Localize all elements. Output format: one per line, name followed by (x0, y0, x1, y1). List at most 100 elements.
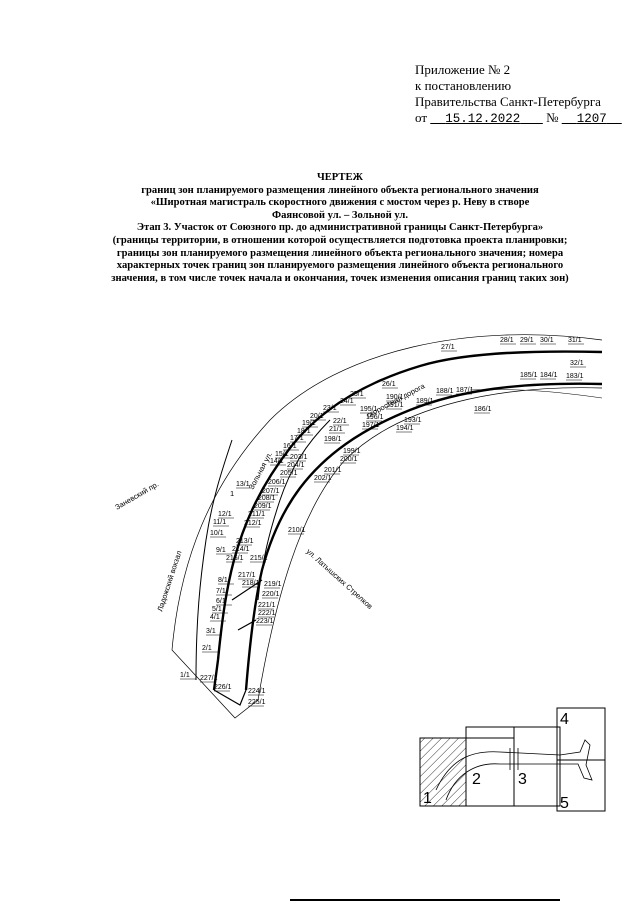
point-label-220-1: 220/1 (262, 591, 280, 598)
point-label-193-1: 193/1 (404, 417, 422, 424)
point-label-191-1: 191/1 (386, 402, 404, 409)
road-upper-edge (212, 350, 603, 691)
point-label-14-1: 14/1 (270, 458, 284, 465)
zone-inner-line (257, 419, 331, 601)
title-line-8: значения, в том числе точек начала и око… (111, 272, 569, 284)
zone-connector (213, 579, 263, 706)
point-label-22-1: 22/1 (333, 418, 347, 425)
point-label-218-1: 218/1 (242, 580, 260, 587)
point-label-183-1: 183/1 (566, 373, 584, 380)
point-label-201-1: 201/1 (324, 467, 342, 474)
appendix-date-line: от 15.12.2022 № 1207 (415, 110, 630, 127)
key-label-1: 1 (423, 790, 432, 807)
point-label-207-1: 207/1 (262, 488, 280, 495)
point-label-196-1: 196/1 (366, 414, 384, 421)
point-label-15-1: 15/1 (275, 451, 289, 458)
point-label-3-1: 3/1 (206, 628, 216, 635)
title-line-3: Фаянсовой ул. – Зольной ул. (272, 209, 408, 221)
road-lower-edge (244, 382, 603, 691)
key-sheet-2 (465, 726, 515, 807)
key-sheet-1-fill (419, 737, 467, 807)
key-label-5: 5 (560, 795, 569, 812)
point-label-210-1: 210/1 (288, 527, 306, 534)
point-label-8-1: 8/1 (218, 577, 228, 584)
key-label-2: 2 (472, 771, 481, 788)
point-label-18-1: 18/1 (297, 428, 311, 435)
page-bottom-rule (290, 899, 560, 901)
resolution-number: 1207 (576, 112, 607, 126)
point-label-5-1: 5/1 (212, 606, 222, 613)
drawing-heading: ЧЕРТЕЖ (316, 172, 364, 183)
point-label-198-1: 198/1 (324, 436, 342, 443)
point-label-205-1: 205/1 (280, 470, 298, 477)
point-label-206-1: 206/1 (268, 479, 286, 486)
point-label-11-1: 11/1 (213, 519, 226, 526)
title-line-4: Этап 3. Участок от Союзного пр. до админ… (136, 222, 544, 234)
point-label-202-1: 202/1 (314, 475, 332, 482)
point-label-7-1: 7/1 (216, 588, 226, 595)
point-label-24-1: 24/1 (340, 398, 354, 405)
point-label-209-1: 209/1 (254, 503, 272, 510)
point-label-30-1: 30/1 (540, 337, 554, 344)
point-label-12-1: 12/1 (218, 511, 232, 518)
number-label: № (546, 110, 559, 125)
point-label-19-1: 19/1 (302, 420, 316, 427)
point-label-227-1: 227/1 (200, 675, 218, 682)
appendix-government: Правительства Санкт-Петербурга (415, 94, 601, 109)
title-line-5: (границы территории, в отношении которой… (112, 234, 568, 246)
street-ladozhsky: Ладожский вокзал (155, 549, 183, 612)
point-label-6-1: 6/1 (216, 598, 226, 605)
point-label-4-1: 4/1 (210, 614, 220, 621)
point-label-222-1: 222/1 (258, 610, 276, 617)
appendix-block: Приложение № 2 к постановлению Правитель… (415, 62, 630, 127)
point-label-13-1: 13/1 (236, 481, 250, 488)
street-zanevsky: Заневский пр. (114, 480, 161, 512)
appendix-title: Приложение № 2 (415, 62, 511, 77)
point-label-195-1: 195/1 (360, 406, 378, 413)
point-label-1-1: 1/1 (180, 672, 190, 679)
point-label-219-1: 219/1 (264, 581, 282, 588)
point-label-31-1: 31/1 (568, 337, 582, 344)
key-road-shape (435, 739, 593, 801)
point-label-188-1: 188/1 (436, 388, 454, 395)
point-label-32-1: 32/1 (570, 360, 584, 367)
point-label-10-1: 10/1 (210, 530, 224, 537)
street-latyshskih: ул. Латышских Стрелков (305, 547, 375, 611)
zone-left-edge (195, 439, 233, 681)
point-label-29-1: 29/1 (520, 337, 534, 344)
point-label-9-1: 9/1 (216, 547, 226, 554)
point-label-203-1: 203/1 (290, 454, 308, 461)
point-label-17-1: 17/1 (290, 435, 304, 442)
point-label-184-1: 184/1 (540, 372, 558, 379)
point-label-16-1: 16/1 (283, 443, 297, 450)
point-label-226-1: 226/1 (214, 684, 232, 691)
point-label-221-1: 221/1 (258, 602, 276, 609)
point-label-208-1: 208/1 (258, 495, 276, 502)
point-label-214-1: 214/1 (232, 546, 250, 553)
point-label-216-1: 216/1 (226, 555, 244, 562)
title-line-1: границ зон планируемого размещения линей… (141, 184, 539, 196)
point-label-187-1: 187/1 (456, 387, 474, 394)
point-label-217-1: 217/1 (238, 572, 256, 579)
point-label-28-1: 28/1 (500, 337, 514, 344)
point-label-223-1: 223/1 (256, 618, 274, 625)
point-label-224-1: 224/1 (248, 688, 266, 695)
point-label-20-1: 20/1 (310, 413, 324, 420)
point-label-2-1: 2/1 (202, 645, 212, 652)
key-label-3: 3 (518, 771, 527, 788)
point-label-186-1: 186/1 (474, 406, 492, 413)
point-label-213-1: 213/1 (236, 538, 254, 545)
point-label-189-1: 189/1 (416, 398, 434, 405)
title-line-7: характерных точек границ зон планируемог… (116, 260, 564, 272)
title-line-6: границы зон планируемого размещения лине… (116, 247, 564, 259)
marker-1: 1 (230, 489, 234, 498)
point-label-21-1: 21/1 (329, 426, 343, 433)
title-line-2: «Широтная магистраль скоростного движени… (150, 197, 530, 209)
point-label-27-1: 27/1 (441, 344, 455, 351)
point-label-211-1: 211/1 (248, 511, 265, 518)
point-label-190-1: 190/1 (386, 394, 404, 401)
point-label-200-1: 200/1 (340, 456, 358, 463)
from-label: от (415, 110, 428, 125)
point-label-25-1: 25/1 (350, 391, 364, 398)
